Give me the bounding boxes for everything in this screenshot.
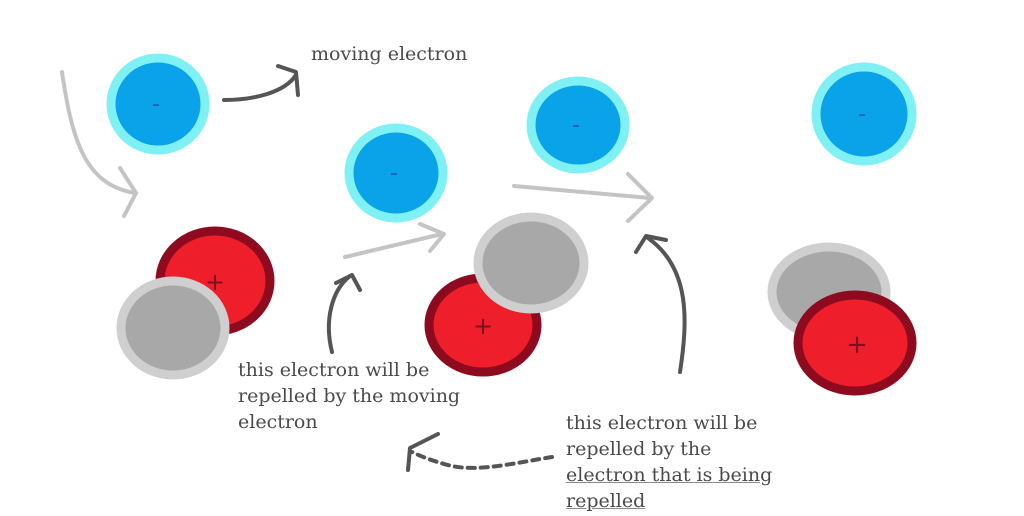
minus-sign: -	[390, 161, 398, 186]
electron-4: -	[811, 62, 917, 166]
repelled-by-repelled-text: this electron will be repelled by the	[566, 412, 758, 460]
neutron-2	[473, 212, 589, 314]
minus-sign: -	[572, 113, 580, 138]
electron-1: -	[106, 53, 210, 155]
arrow-from-label-right	[634, 234, 687, 374]
arrow-from-label-left	[326, 273, 362, 354]
electron-2: -	[344, 123, 448, 223]
electron-3: -	[526, 76, 630, 174]
plus-sign: +	[846, 330, 868, 360]
plus-sign: +	[205, 268, 225, 296]
proton-3: +	[793, 290, 917, 396]
minus-sign: -	[858, 102, 866, 127]
arrow-to-moving-electron-label	[222, 64, 300, 102]
path-arrow-middle	[343, 222, 446, 259]
moving-electron-label: moving electron	[311, 43, 468, 65]
minus-sign: -	[152, 92, 160, 117]
repelled-by-repelled-underlined: electron that is being repelled	[566, 464, 773, 512]
neutron-1	[116, 276, 230, 380]
dashed-arrow-bottom	[406, 432, 554, 472]
plus-sign: +	[473, 312, 493, 340]
path-arrow-right	[512, 172, 654, 223]
repelled-by-moving-label: this electron will be repelled by the mo…	[238, 359, 461, 433]
path-arrow-left	[60, 70, 138, 218]
